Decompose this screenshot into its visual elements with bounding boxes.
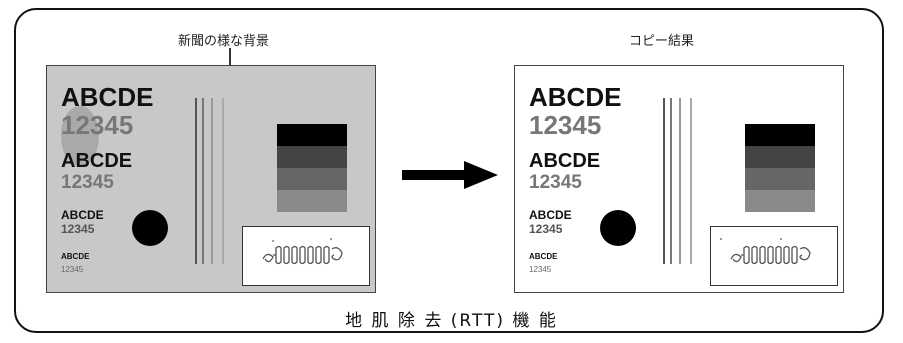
- spring-coil-icon: [262, 238, 343, 265]
- text-num-tiny: 12345: [61, 265, 84, 274]
- label-copy-result: コピー結果: [629, 34, 695, 49]
- copy-panel: ABCDE 12345 ABCDE 12345 ABCDE 12345 ABCD…: [514, 65, 844, 293]
- vertical-line: [679, 98, 681, 264]
- text-abc-medium: ABCDE: [529, 150, 601, 172]
- gray-swatch: [277, 190, 347, 212]
- gray-swatch: [745, 124, 815, 146]
- vertical-line: [202, 98, 204, 264]
- vertical-line: [663, 98, 665, 264]
- text-num-medium: 12345: [61, 172, 114, 193]
- gray-swatch: [277, 146, 347, 168]
- text-num-small: 12345: [61, 222, 95, 236]
- text-num-tiny: 12345: [529, 265, 552, 274]
- vertical-line: [195, 98, 197, 264]
- gray-swatch: [745, 190, 815, 212]
- caption-rtt-function: 地 肌 除 去 (RTT) 機 能: [345, 311, 558, 331]
- text-abc-large: ABCDE: [529, 82, 622, 112]
- text-abc-small: ABCDE: [61, 208, 104, 222]
- spring-box: [710, 226, 838, 286]
- gray-swatch: [277, 124, 347, 146]
- vertical-line: [670, 98, 672, 264]
- original-panel: ABCDE 12345 ABCDE 12345 ABCDE 12345 ABCD…: [46, 65, 376, 293]
- spring-box: [242, 226, 370, 286]
- vertical-line: [211, 98, 213, 264]
- vertical-line: [690, 98, 692, 264]
- text-num-medium: 12345: [529, 172, 582, 193]
- text-abc-tiny: ABCDE: [61, 252, 90, 261]
- label-newspaper-background: 新聞の様な背景: [178, 34, 270, 49]
- vertical-line: [222, 98, 224, 264]
- right-arrow-icon: [402, 161, 498, 189]
- black-circle: [132, 210, 168, 246]
- text-num-large: 12345: [61, 110, 134, 140]
- text-abc-medium: ABCDE: [61, 150, 133, 172]
- text-num-small: 12345: [529, 222, 563, 236]
- black-circle: [600, 210, 636, 246]
- gray-swatch: [277, 168, 347, 190]
- text-abc-large: ABCDE: [61, 82, 154, 112]
- text-abc-small: ABCDE: [529, 208, 572, 222]
- gray-blob: [61, 106, 99, 166]
- gray-swatch: [745, 168, 815, 190]
- gray-swatch: [745, 146, 815, 168]
- text-abc-tiny: ABCDE: [529, 252, 558, 261]
- spring-coil-icon: [720, 238, 811, 265]
- text-num-large: 12345: [529, 110, 602, 140]
